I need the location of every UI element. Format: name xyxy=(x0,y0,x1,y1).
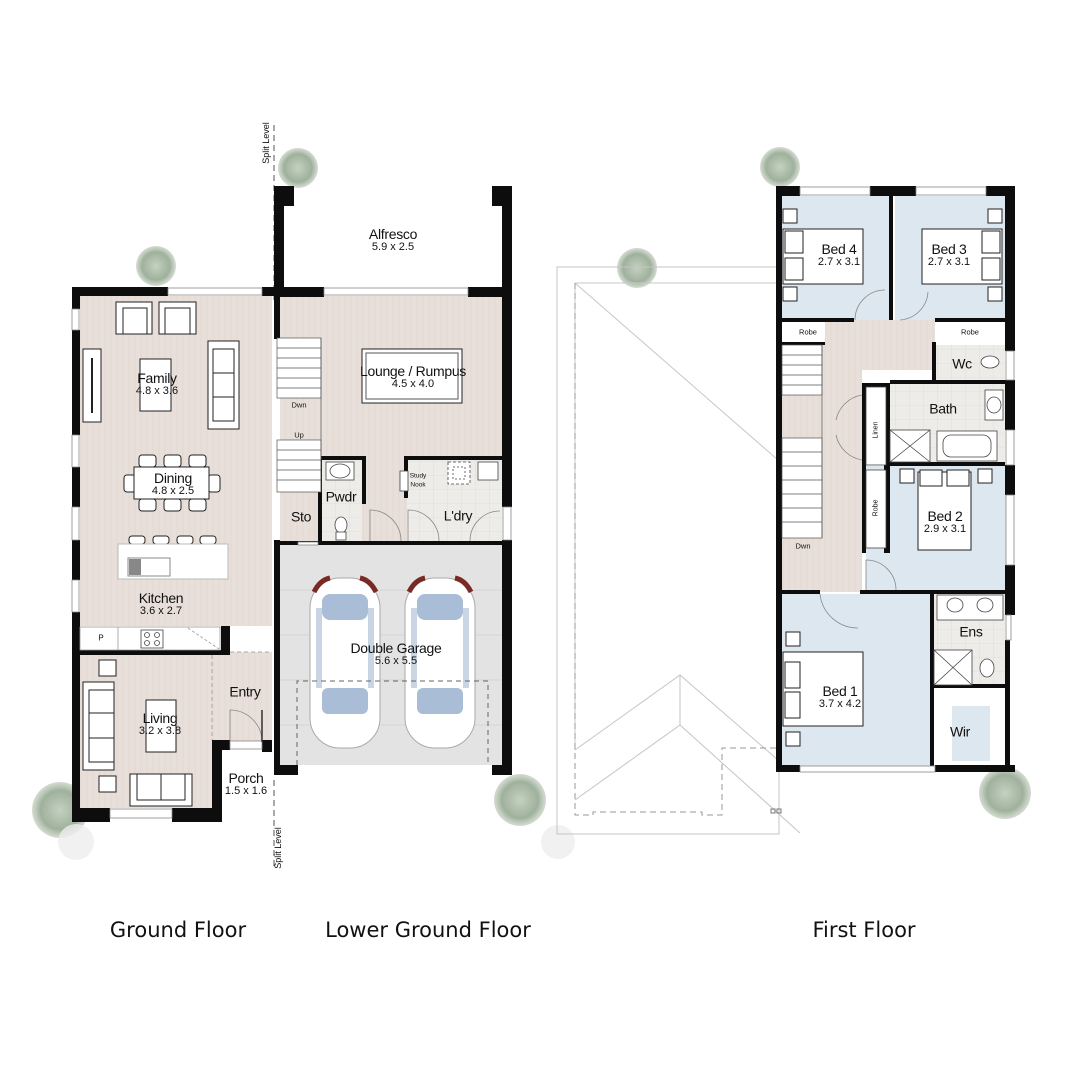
stair-up-label: Up xyxy=(294,430,304,440)
room-ldry: L'dry xyxy=(443,507,473,524)
room-ensuite: Ens xyxy=(959,623,983,640)
caption-first-floor: First Floor xyxy=(812,918,916,942)
roof-outline xyxy=(556,266,801,835)
room-name: Wir xyxy=(949,723,971,740)
room-dims: 3.6 x 2.7 xyxy=(139,604,183,617)
room-wir: Wir xyxy=(949,723,971,740)
room-dims: 3.2 x 3.8 xyxy=(138,724,182,737)
split-level-label-bottom: Split Level xyxy=(273,827,283,869)
room-porch: Porch 1.5 x 1.6 xyxy=(225,771,267,797)
room-name: Family xyxy=(137,369,177,386)
room-name: Bed 1 xyxy=(822,682,858,699)
room-name: L'dry xyxy=(443,507,473,524)
room-name: Bed 2 xyxy=(927,507,963,524)
room-name: Bed 3 xyxy=(931,240,967,257)
caption-ground-floor: Ground Floor xyxy=(109,918,247,942)
room-dims: 2.7 x 3.1 xyxy=(927,255,971,268)
room-name: Porch xyxy=(228,769,264,786)
room-bed-2: Bed 2 2.9 x 3.1 xyxy=(924,509,966,535)
room-name: Living xyxy=(142,709,178,726)
room-dims: 2.7 x 3.1 xyxy=(817,255,861,268)
stair-down-label: Dwn xyxy=(291,400,307,410)
lower-ground-floor-plan xyxy=(274,186,512,775)
first-floor-plan xyxy=(776,186,1015,773)
car-icons xyxy=(309,575,476,749)
room-name: Alfresco xyxy=(368,225,418,242)
robe-label-bed-2: Robe xyxy=(872,499,880,517)
robe-label-bed-4: Robe xyxy=(799,327,817,337)
room-dims: 3.7 x 4.2 xyxy=(818,697,862,710)
room-sto: Sto xyxy=(290,508,312,525)
room-dining: Dining 4.8 x 2.5 xyxy=(152,471,194,497)
room-dims: 2.9 x 3.1 xyxy=(923,522,967,535)
room-dims: 1.5 x 1.6 xyxy=(224,784,268,797)
room-pwdr: Pwdr xyxy=(325,488,357,505)
caption-lower-ground-floor: Lower Ground Floor xyxy=(325,918,531,942)
room-name: Sto xyxy=(290,508,312,525)
room-wc: Wc xyxy=(952,355,972,372)
ground-floor-plan xyxy=(71,287,276,822)
room-dims: 4.8 x 3.6 xyxy=(135,384,179,397)
room-bath: Bath xyxy=(929,400,957,417)
linen-label: Linen xyxy=(872,421,880,439)
study-nook-label-1: Study xyxy=(409,472,427,480)
room-name: Lounge / Rumpus xyxy=(359,362,467,379)
room-name: Double Garage xyxy=(350,639,442,656)
room-entry: Entry xyxy=(229,683,261,700)
room-family: Family 4.8 x 3.6 xyxy=(136,371,178,397)
room-bed-3: Bed 3 2.7 x 3.1 xyxy=(928,242,970,268)
study-nook-label-2: Nook xyxy=(410,481,426,489)
room-bed-4: Bed 4 2.7 x 3.1 xyxy=(818,242,860,268)
room-living: Living 3.2 x 3.8 xyxy=(139,711,181,737)
room-kitchen: Kitchen 3.6 x 2.7 xyxy=(139,591,184,617)
room-double-garage: Double Garage 5.6 x 5.5 xyxy=(350,641,441,667)
room-dims: 5.9 x 2.5 xyxy=(371,240,415,253)
stair-down-label-first-floor: Dwn xyxy=(795,541,811,551)
room-dims: 4.5 x 4.0 xyxy=(391,377,435,390)
room-lounge-rumpus: Lounge / Rumpus 4.5 x 4.0 xyxy=(360,364,466,390)
robe-label-bed-3: Robe xyxy=(961,327,979,337)
room-name: Ens xyxy=(959,623,983,640)
room-name: Pwdr xyxy=(325,488,357,505)
room-alfresco: Alfresco 5.9 x 2.5 xyxy=(369,227,417,253)
room-name: Wc xyxy=(952,355,972,372)
room-name: Kitchen xyxy=(138,589,184,606)
room-name: Bed 4 xyxy=(821,240,857,257)
pantry-label: P xyxy=(98,633,104,643)
split-level-label-top: Split Level xyxy=(261,122,271,164)
room-name: Bath xyxy=(929,400,957,417)
room-name: Dining xyxy=(154,469,192,486)
room-dims: 5.6 x 5.5 xyxy=(374,654,418,667)
room-name: Entry xyxy=(229,683,261,700)
room-bed-1: Bed 1 3.7 x 4.2 xyxy=(819,684,861,710)
room-dims: 4.8 x 2.5 xyxy=(151,484,195,497)
